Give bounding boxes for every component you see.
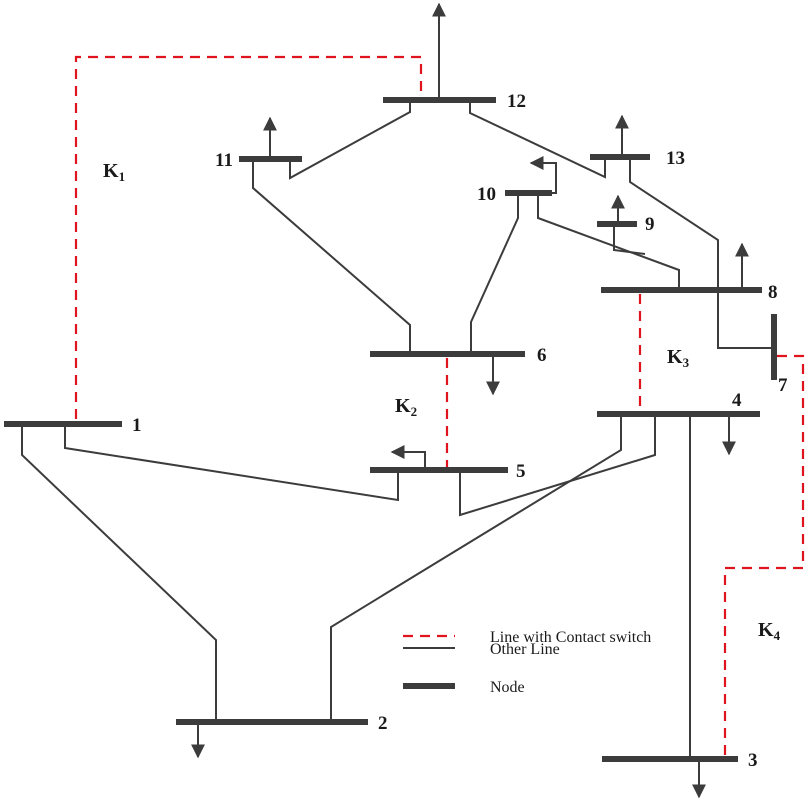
contact-switch-lines <box>74 55 805 756</box>
node-label-4: 4 <box>732 390 742 411</box>
switch-subscript: 3 <box>683 355 690 370</box>
node-label-10: 10 <box>477 184 496 205</box>
switch-letter: K <box>395 395 411 417</box>
node-label-6: 6 <box>537 345 547 366</box>
legend-contact-label: Line with Contact switch <box>490 629 651 646</box>
line-13-7 <box>629 157 774 349</box>
switch-letter: K <box>667 346 683 368</box>
node-label-7: 7 <box>778 375 788 396</box>
switch-label-k1: K1 <box>103 160 125 184</box>
node-label-11: 11 <box>215 150 233 171</box>
node-label-1: 1 <box>132 415 142 436</box>
switch-letter: K <box>758 619 774 641</box>
node-label-8: 8 <box>768 282 778 303</box>
legend: Line with Contact switch Other Line Node <box>403 629 651 696</box>
switch-subscript: 4 <box>774 628 781 643</box>
line-11-6 <box>252 159 411 354</box>
switch-letter: K <box>103 160 119 182</box>
line-1-5 <box>64 427 399 502</box>
legend-other-label: Other Line <box>490 641 560 658</box>
line-2-4 <box>330 414 622 722</box>
load-arrow-5 <box>390 445 426 470</box>
node-label-13: 13 <box>666 148 685 169</box>
switch-label-k2: K2 <box>395 395 417 419</box>
line-1-2 <box>21 427 217 722</box>
node-label-12: 12 <box>507 91 526 112</box>
switch-label-k3: K3 <box>667 346 690 370</box>
other-lines <box>21 100 774 759</box>
node-label-9: 9 <box>645 214 655 235</box>
line-9-8 <box>613 224 646 255</box>
node-label-3: 3 <box>748 750 758 771</box>
switch-line-k4 <box>723 354 805 756</box>
node-buses <box>4 97 777 762</box>
line-11-12 <box>289 100 411 180</box>
switch-line-k1 <box>74 55 423 419</box>
line-5-4 <box>459 414 656 517</box>
line-12-13 <box>469 100 606 179</box>
load-arrow-10 <box>529 156 557 194</box>
node-label-2: 2 <box>378 713 388 734</box>
switch-labels: K1 K2 K3 K4 <box>103 160 781 643</box>
line-10-6 <box>470 193 519 354</box>
legend-node-label: Node <box>490 679 525 696</box>
node-label-5: 5 <box>516 461 526 482</box>
load-arrows <box>191 2 749 799</box>
node-labels: 1 2 3 4 5 6 7 8 9 10 11 12 13 <box>132 91 788 771</box>
switch-subscript: 2 <box>411 404 418 419</box>
line-10-8 <box>537 193 680 290</box>
switch-subscript: 1 <box>119 169 126 184</box>
switch-label-k4: K4 <box>758 619 781 643</box>
